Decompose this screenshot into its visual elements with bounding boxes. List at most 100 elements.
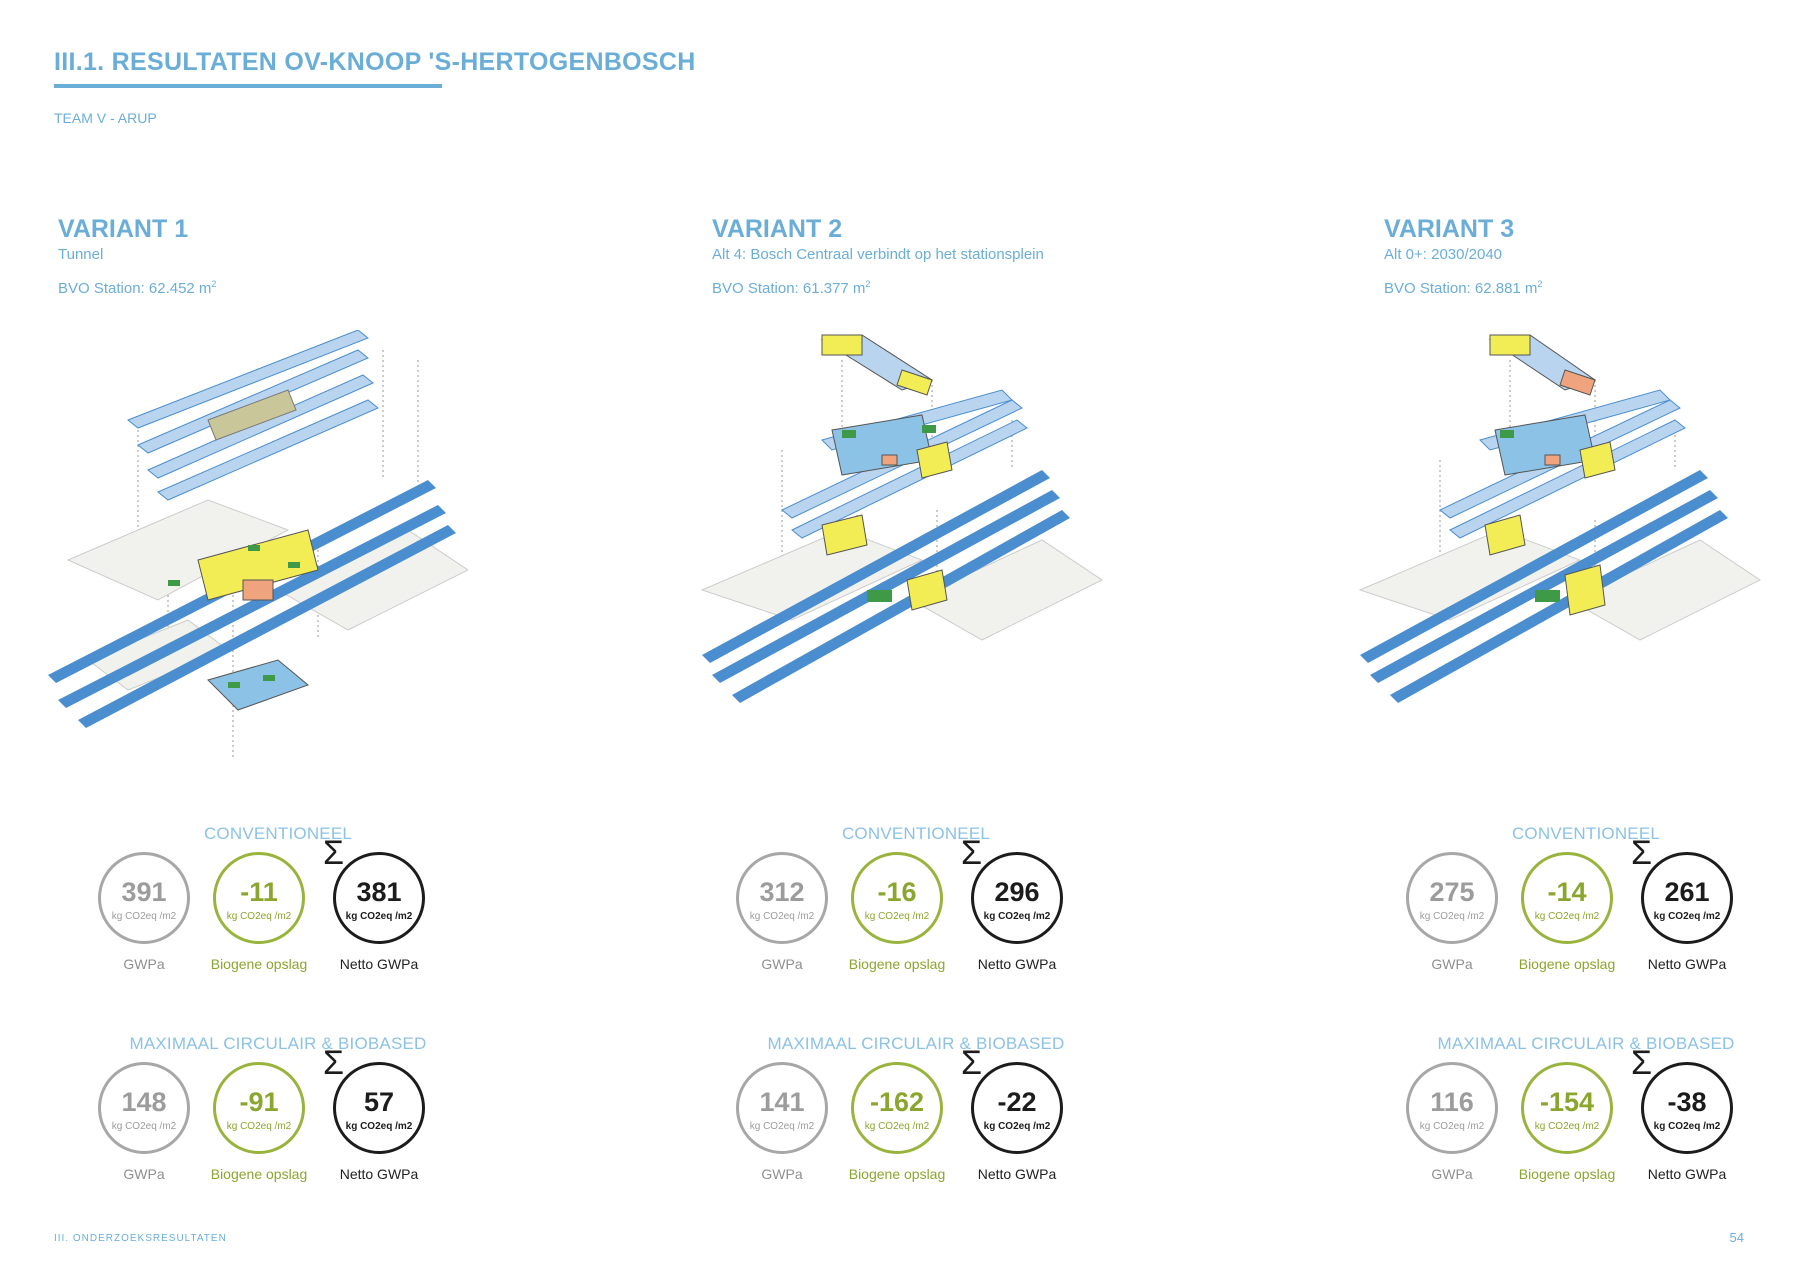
unit-label: kg CO2eq /m2: [1419, 1120, 1485, 1132]
gwp-value: 391: [121, 876, 167, 907]
variant-title: VARIANT 3: [1384, 215, 1515, 243]
net-value: 57: [363, 1086, 395, 1117]
sigma-icon: Σ: [961, 834, 983, 872]
gwp-label: GWPa: [761, 956, 803, 972]
variant-bvo: BVO Station: 61.377 m2: [712, 279, 871, 297]
gwp-value: 141: [759, 1086, 805, 1117]
station-diagram-variant-2: [700, 334, 1103, 703]
bio-value: -154: [1539, 1086, 1595, 1117]
gwp-circle: 275 kg CO2eq /m2: [1406, 852, 1498, 944]
variant-1: VARIANT 1 Tunnel BVO Station: 62.452 m2: [48, 0, 558, 1273]
bio-circle: -14 kg CO2eq /m2: [1521, 852, 1613, 944]
gwp-value: 312: [759, 876, 805, 907]
unit-label: kg CO2eq /m2: [1534, 910, 1600, 922]
unit-label: kg CO2eq /m2: [345, 1120, 413, 1132]
net-value: -38: [1667, 1086, 1707, 1117]
footer-section-label: III. ONDERZOEKSRESULTATEN: [54, 1233, 227, 1244]
gwp-label: GWPa: [761, 1166, 803, 1182]
bio-value: -162: [869, 1086, 925, 1117]
net-label: Netto GWPa: [977, 1166, 1057, 1182]
bio-circle: -11 kg CO2eq /m2: [213, 852, 305, 944]
gwp-value: 148: [121, 1086, 167, 1117]
bio-label: Biogene opslag: [1518, 1166, 1616, 1182]
unit-label: kg CO2eq /m2: [226, 1120, 292, 1132]
section-heading: CONVENTIONEEL: [203, 824, 353, 843]
unit-label: kg CO2eq /m2: [111, 1120, 177, 1132]
bio-value: -91: [239, 1086, 279, 1117]
net-label: Netto GWPa: [339, 1166, 419, 1182]
title-underline: [54, 84, 442, 88]
gwp-value: 275: [1429, 876, 1475, 907]
gwp-circle: 148 kg CO2eq /m2: [98, 1062, 190, 1154]
gwp-label: GWPa: [1431, 956, 1473, 972]
gwp-circle: 312 kg CO2eq /m2: [736, 852, 828, 944]
variant-title: VARIANT 1: [58, 215, 189, 243]
variant-subtitle: Alt 4: Bosch Centraal verbindt op het st…: [712, 246, 1044, 263]
unit-label: kg CO2eq /m2: [226, 910, 292, 922]
net-circle: 381 kg CO2eq /m2: [333, 852, 425, 944]
variant-bvo: BVO Station: 62.452 m2: [58, 279, 217, 297]
bio-value: -11: [240, 876, 278, 907]
page-title: III.1. RESULTATEN OV-KNOOP 'S-HERTOGENBO…: [54, 48, 696, 76]
bio-value: -14: [1547, 876, 1587, 907]
section-heading: MAXIMAAL CIRCULAIR & BIOBASED: [129, 1034, 427, 1053]
section-heading: MAXIMAAL CIRCULAIR & BIOBASED: [1437, 1034, 1735, 1053]
variant-2: VARIANT 2 Alt 4: Bosch Centraal verbindt…: [700, 0, 1212, 1273]
variant-subtitle: Tunnel: [58, 246, 104, 263]
gwp-circle: 141 kg CO2eq /m2: [736, 1062, 828, 1154]
net-label: Netto GWPa: [339, 956, 419, 972]
unit-label: kg CO2eq /m2: [749, 910, 815, 922]
variant-3: VARIANT 3 Alt 0+: 2030/2040 BVO Station:…: [1358, 0, 1800, 1273]
unit-label: kg CO2eq /m2: [864, 1120, 930, 1132]
bio-label: Biogene opslag: [210, 956, 308, 972]
bio-label: Biogene opslag: [848, 1166, 946, 1182]
unit-label: kg CO2eq /m2: [111, 910, 177, 922]
net-value: 261: [1664, 876, 1710, 907]
station-diagram-variant-1: [48, 330, 468, 760]
unit-label: kg CO2eq /m2: [1419, 910, 1485, 922]
sigma-icon: Σ: [323, 834, 345, 872]
net-value: 296: [994, 876, 1040, 907]
variant-title: VARIANT 2: [712, 215, 843, 243]
unit-label: kg CO2eq /m2: [749, 1120, 815, 1132]
bio-circle: -91 kg CO2eq /m2: [213, 1062, 305, 1154]
variant-subtitle: Alt 0+: 2030/2040: [1384, 246, 1503, 263]
bio-value: -16: [877, 876, 917, 907]
section-heading: CONVENTIONEEL: [1511, 824, 1661, 843]
page-subtitle: TEAM V - ARUP: [54, 110, 157, 126]
bio-circle: -154 kg CO2eq /m2: [1521, 1062, 1613, 1154]
gwp-label: GWPa: [123, 1166, 165, 1182]
bio-label: Biogene opslag: [1518, 956, 1616, 972]
gwp-circle: 391 kg CO2eq /m2: [98, 852, 190, 944]
page-number: 54: [1729, 1230, 1744, 1245]
section-heading: MAXIMAAL CIRCULAIR & BIOBASED: [767, 1034, 1065, 1053]
sigma-icon: Σ: [1631, 834, 1653, 872]
unit-label: kg CO2eq /m2: [1653, 910, 1721, 922]
net-circle: -38 kg CO2eq /m2: [1641, 1062, 1733, 1154]
net-circle: 57 kg CO2eq /m2: [333, 1062, 425, 1154]
unit-label: kg CO2eq /m2: [983, 1120, 1051, 1132]
unit-label: kg CO2eq /m2: [1653, 1120, 1721, 1132]
net-circle: -22 kg CO2eq /m2: [971, 1062, 1063, 1154]
sigma-icon: Σ: [323, 1044, 345, 1082]
net-circle: 261 kg CO2eq /m2: [1641, 852, 1733, 944]
gwp-label: GWPa: [1431, 1166, 1473, 1182]
bio-circle: -162 kg CO2eq /m2: [851, 1062, 943, 1154]
bio-circle: -16 kg CO2eq /m2: [851, 852, 943, 944]
net-label: Netto GWPa: [1647, 956, 1727, 972]
unit-label: kg CO2eq /m2: [345, 910, 413, 922]
gwp-value: 116: [1430, 1086, 1474, 1117]
gwp-label: GWPa: [123, 956, 165, 972]
net-label: Netto GWPa: [977, 956, 1057, 972]
unit-label: kg CO2eq /m2: [1534, 1120, 1600, 1132]
section-heading: CONVENTIONEEL: [841, 824, 991, 843]
net-value: 381: [356, 876, 402, 907]
gwp-circle: 116 kg CO2eq /m2: [1406, 1062, 1498, 1154]
variant-bvo: BVO Station: 62.881 m2: [1384, 279, 1543, 297]
station-diagram-variant-3: [1358, 334, 1761, 703]
unit-label: kg CO2eq /m2: [983, 910, 1051, 922]
bio-label: Biogene opslag: [210, 1166, 308, 1182]
sigma-icon: Σ: [961, 1044, 983, 1082]
bio-label: Biogene opslag: [848, 956, 946, 972]
sigma-icon: Σ: [1631, 1044, 1653, 1082]
